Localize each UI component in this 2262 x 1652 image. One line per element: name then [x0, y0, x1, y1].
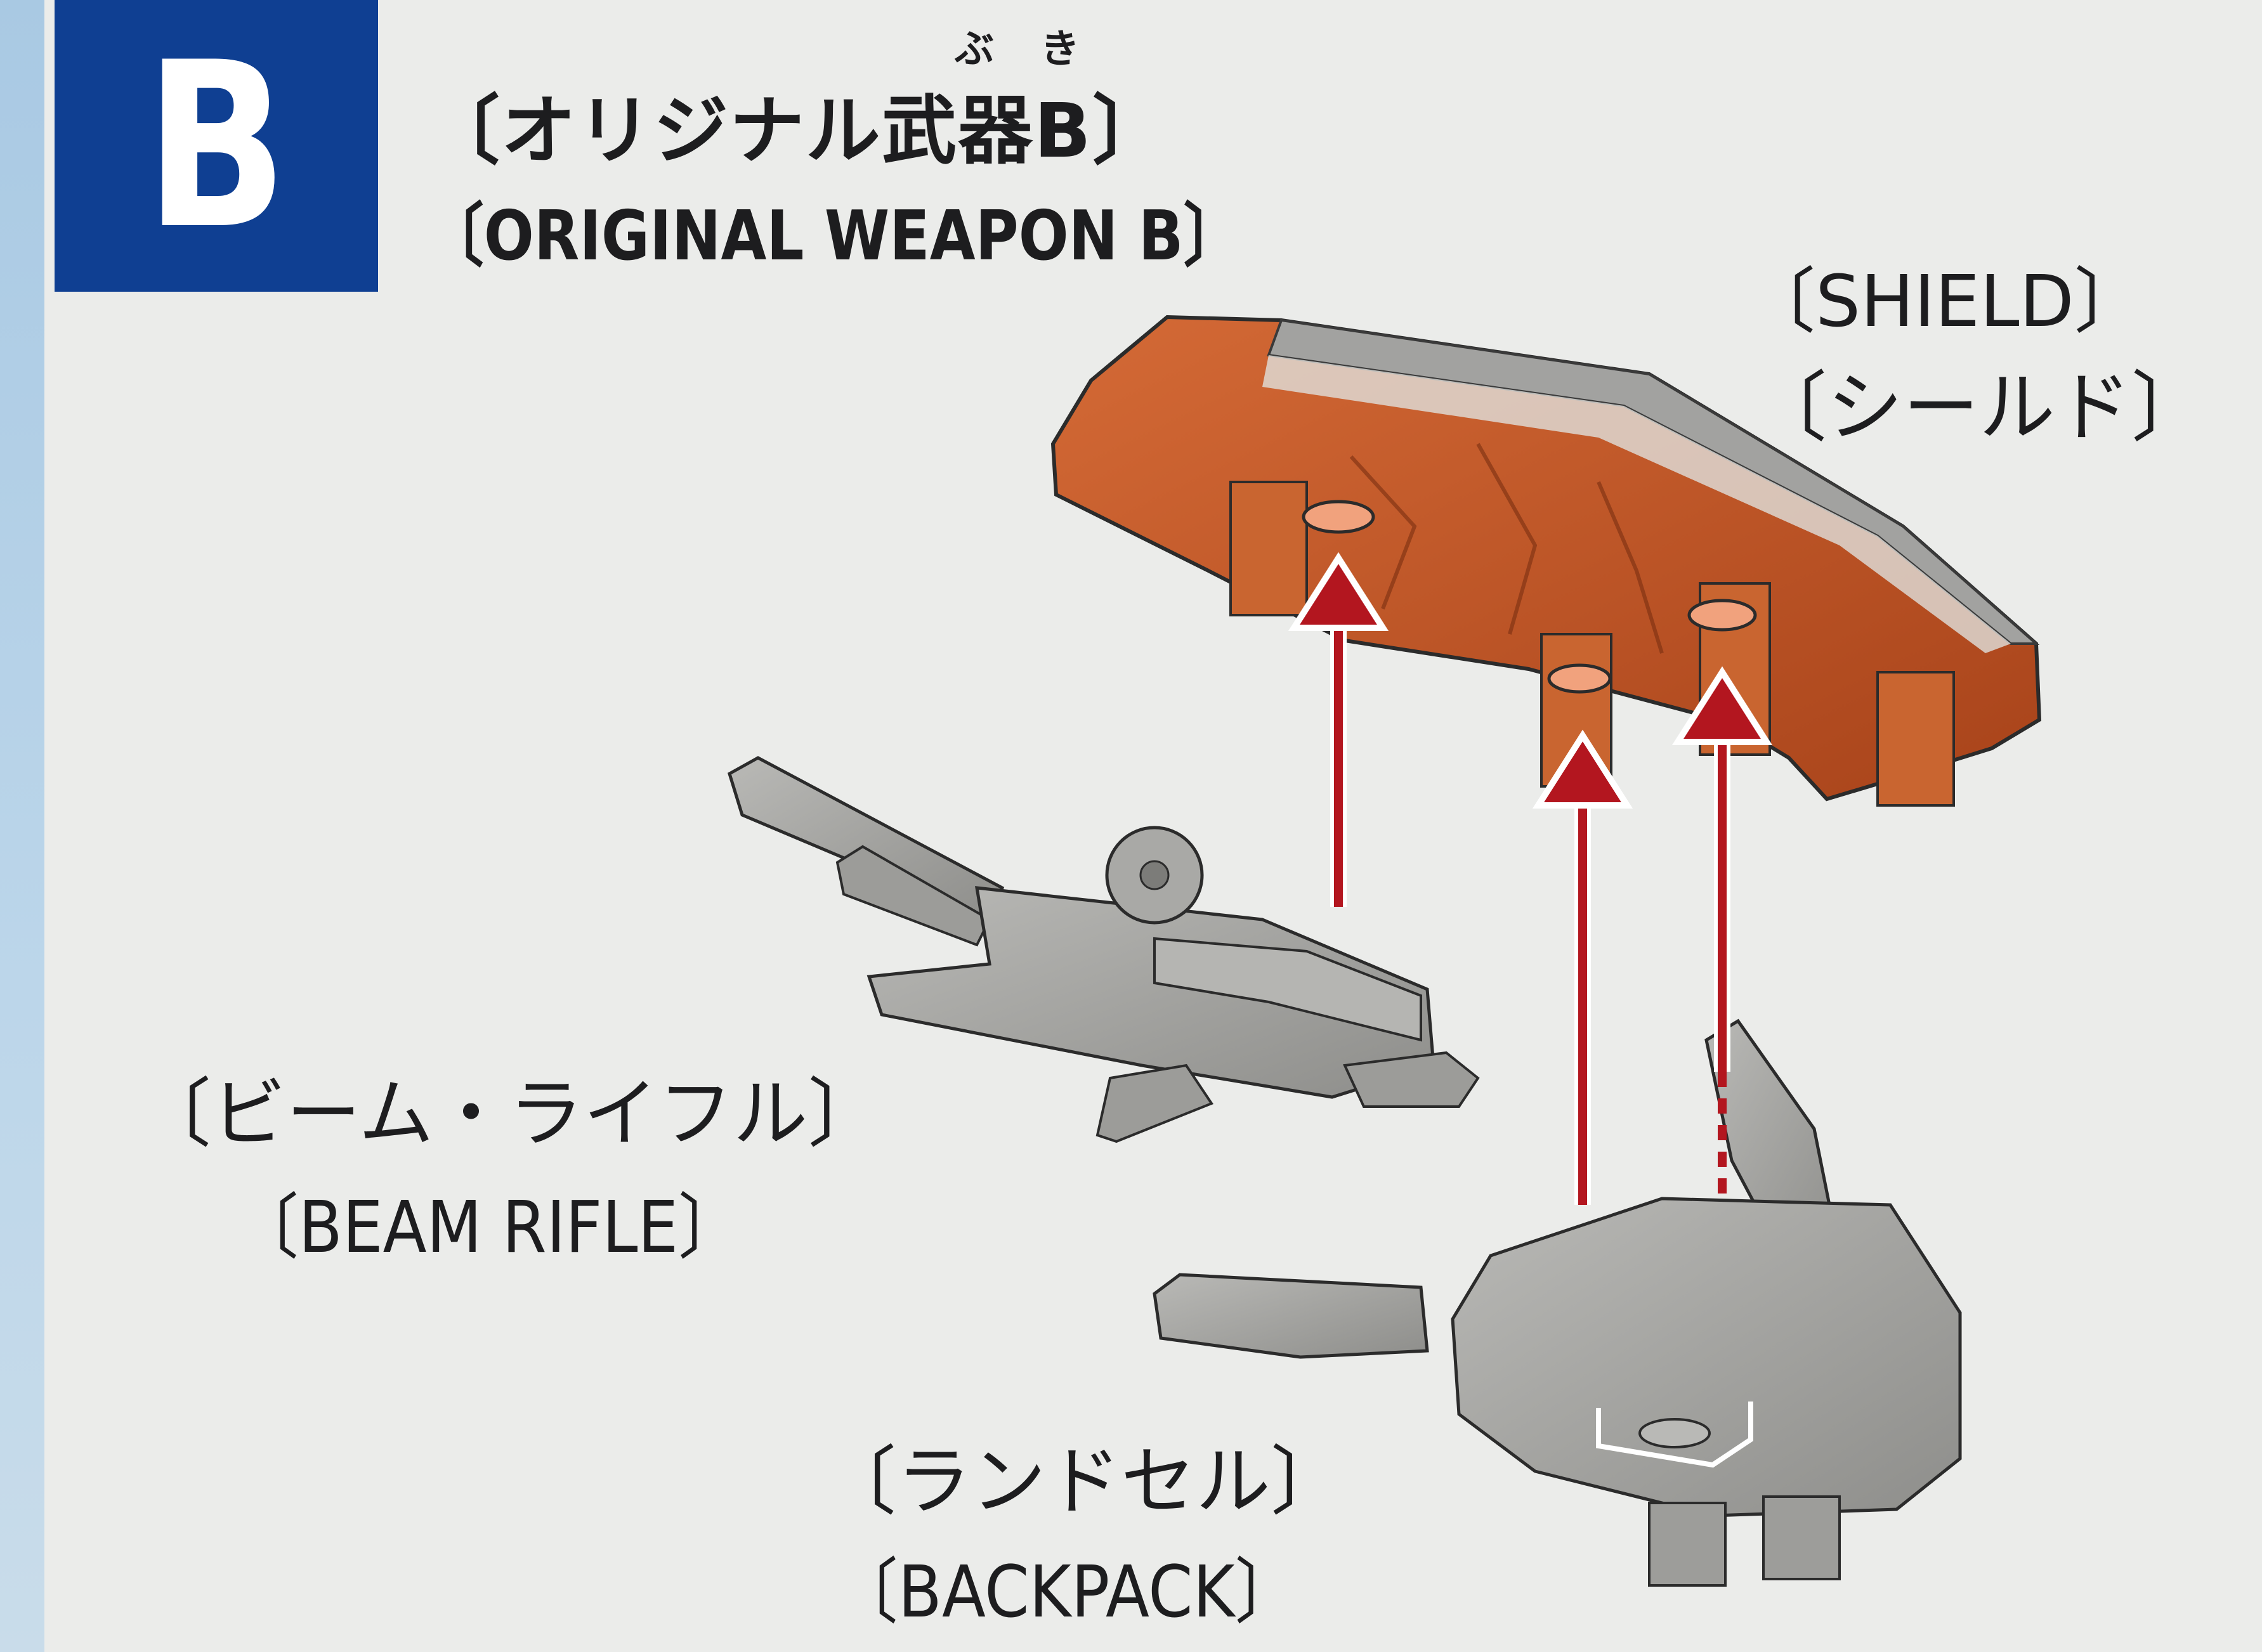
ruby-bu: ぶ	[955, 25, 995, 72]
badge-letter: B	[145, 13, 288, 279]
section-badge: B	[55, 0, 378, 292]
rifle-grip	[1095, 1063, 1214, 1143]
shield-hole-3	[1687, 599, 1757, 632]
label-backpack-ja: 〔ランドセル〕	[821, 1438, 1346, 1525]
arrow-backpack-to-shield-1	[1532, 729, 1633, 1205]
label-rifle-en: 〔BEAM RIFLE〕	[235, 1187, 743, 1269]
arrow-backpack-to-shield-2	[1671, 666, 1773, 1205]
shield-highlight	[1262, 355, 2011, 653]
backpack-cannon	[1153, 1273, 1429, 1359]
beam-rifle-part	[728, 756, 1480, 1143]
label-rifle-ja: 〔ビーム・ライフル〕	[136, 1070, 883, 1157]
rifle-body	[866, 886, 1435, 1099]
shield-hole-1	[1302, 500, 1375, 534]
rifle-stock	[1343, 1051, 1480, 1108]
backpack-thruster-2	[1762, 1495, 1841, 1580]
rifle-top-rail	[1153, 937, 1422, 1042]
backpack-thruster-1	[1648, 1502, 1727, 1587]
label-shield-en: 〔SHIELD〕	[1744, 261, 2145, 343]
backpack-socket	[1638, 1418, 1711, 1448]
ruby-ki: き	[1040, 25, 1080, 72]
shield-hole-2	[1547, 663, 1612, 694]
arrow-rifle-to-shield	[1288, 552, 1389, 907]
backpack-body	[1451, 1197, 1962, 1518]
rifle-scope-lens	[1139, 860, 1170, 890]
shield-detail-lines	[1349, 443, 1664, 654]
backpack-part	[1153, 1018, 1962, 1587]
page-title: 〔オリジナル武器B〕	[425, 87, 1168, 174]
label-shield-ja: 〔シールド〕	[1751, 364, 2207, 452]
backpack-socket-outline	[1596, 1402, 1753, 1468]
left-page-edge	[0, 0, 44, 1652]
page-subtitle: 〔ORIGINAL WEAPON B〕	[425, 197, 1243, 276]
assembly-arrows	[1288, 552, 1773, 1205]
shield-peg-4	[1876, 671, 1955, 807]
label-backpack-en: 〔BACKPACK〕	[834, 1551, 1299, 1634]
shield-peg-1	[1229, 481, 1308, 616]
